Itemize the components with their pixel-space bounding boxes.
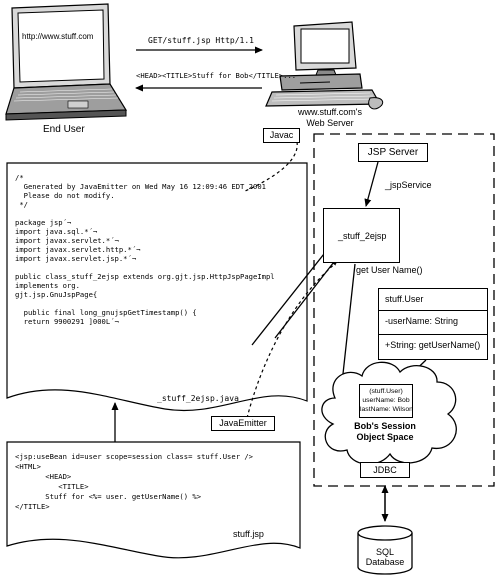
session-space-line1: Bob's Session: [354, 421, 416, 431]
jsp-line: <HEAD>: [15, 472, 72, 481]
code-line: package jsp´¬: [15, 218, 72, 227]
jsp-line: </TITLE>: [15, 502, 50, 511]
object-lastname: lastName: Wilson: [360, 406, 413, 413]
http-request-label: GET/stuff.jsp Http/1.1: [148, 36, 254, 45]
servlet-to-session-arrow: [339, 263, 356, 384]
database-line1: SQL: [375, 547, 394, 557]
java-emitter-label: JavaEmitter: [219, 418, 267, 428]
object-type: (stuff.User): [369, 388, 403, 395]
code-line: */: [15, 200, 28, 209]
jsp-line: Stuff for <%= user. getUserName() %>: [15, 492, 202, 501]
object-username: userName: Bob: [362, 397, 410, 404]
laptop-url: http://www.stuff.com: [22, 32, 94, 41]
jsp-line: <jsp:useBean id=user scope=session class…: [15, 452, 253, 461]
user-class-box: stuff.User -userName: String +String: ge…: [378, 288, 488, 360]
jsp-service-label: _jspService: [385, 180, 432, 190]
jsp-server-label: JSP Server: [367, 147, 419, 158]
code-line: implements org.: [15, 281, 80, 290]
jdbc-label: JDBC: [373, 465, 397, 475]
javac-box: Javac: [263, 128, 300, 143]
java-to-servlet-arrow-2: [274, 257, 338, 339]
servlet-box: _stuff_2ejsp: [323, 208, 400, 263]
jsp-file-shape: [6, 441, 301, 559]
server-name-line2: Web Server: [306, 118, 354, 128]
java-filename: _stuff_2ejsp.java: [157, 394, 239, 403]
code-line: Please do not modify.: [15, 191, 115, 200]
emitter-dotted-link: [246, 261, 338, 419]
code-line: import javax.servlet.*´¬: [15, 236, 119, 245]
code-line: Generated by JavaEmitter on Wed May 16 1…: [15, 182, 266, 191]
laptop-icon: [5, 3, 128, 121]
class-divider: [379, 310, 487, 311]
jsp-line: <TITLE>: [15, 482, 89, 491]
code-line: gjt.jsp.GnuJspPage{: [15, 290, 98, 299]
user-class-method: +String: getUserName(): [385, 340, 481, 350]
user-class-field: -userName: String: [385, 316, 459, 326]
jsp-server-box: JSP Server: [358, 143, 428, 162]
javac-label: Javac: [269, 130, 294, 140]
sql-database-icon: [357, 525, 413, 575]
server-boundary: [313, 133, 495, 487]
javac-dotted-link: [242, 141, 298, 193]
code-line: public class_stuff_2ejsp extends org.gjt…: [15, 272, 275, 281]
jsp-server-to-servlet-arrow: [364, 161, 379, 207]
java-emitter-box: JavaEmitter: [211, 416, 275, 431]
user-object-box: (stuff.User) userName: Bob lastName: Wil…: [359, 384, 413, 418]
class-divider: [379, 334, 487, 335]
code-line: /*: [15, 173, 24, 182]
java-to-servlet-arrow-1: [251, 239, 336, 346]
code-line: import javax.servlet.jsp.*´¬: [15, 254, 137, 263]
web-server-computer-icon: [265, 21, 384, 110]
jdbc-box: JDBC: [360, 462, 410, 478]
http-response-label: <HEAD><TITLE>Stuff for Bob</TITLE>...: [136, 71, 297, 80]
code-line: import javax.servlet.http.*´¬: [15, 245, 141, 254]
code-line: import java.sql.*´¬: [15, 227, 98, 236]
get-user-name-label: get User Name(): [356, 265, 423, 275]
jsp-filename: stuff.jsp: [233, 529, 264, 539]
end-user-label: End User: [43, 124, 85, 135]
java-file-shape: [6, 162, 308, 411]
servlet-label: _stuff_2ejsp: [338, 231, 387, 241]
session-space-line2: Object Space: [356, 432, 414, 442]
user-class-name: stuff.User: [385, 294, 424, 304]
jsp-line: <HTML>: [15, 462, 41, 471]
server-name-line1: www.stuff.com's: [297, 107, 363, 117]
code-line: return 9900291 ]000L´¬: [15, 317, 119, 326]
code-line: public final long_gnujspGetTimestamp() {: [15, 308, 197, 317]
database-line2: Database: [365, 557, 405, 567]
